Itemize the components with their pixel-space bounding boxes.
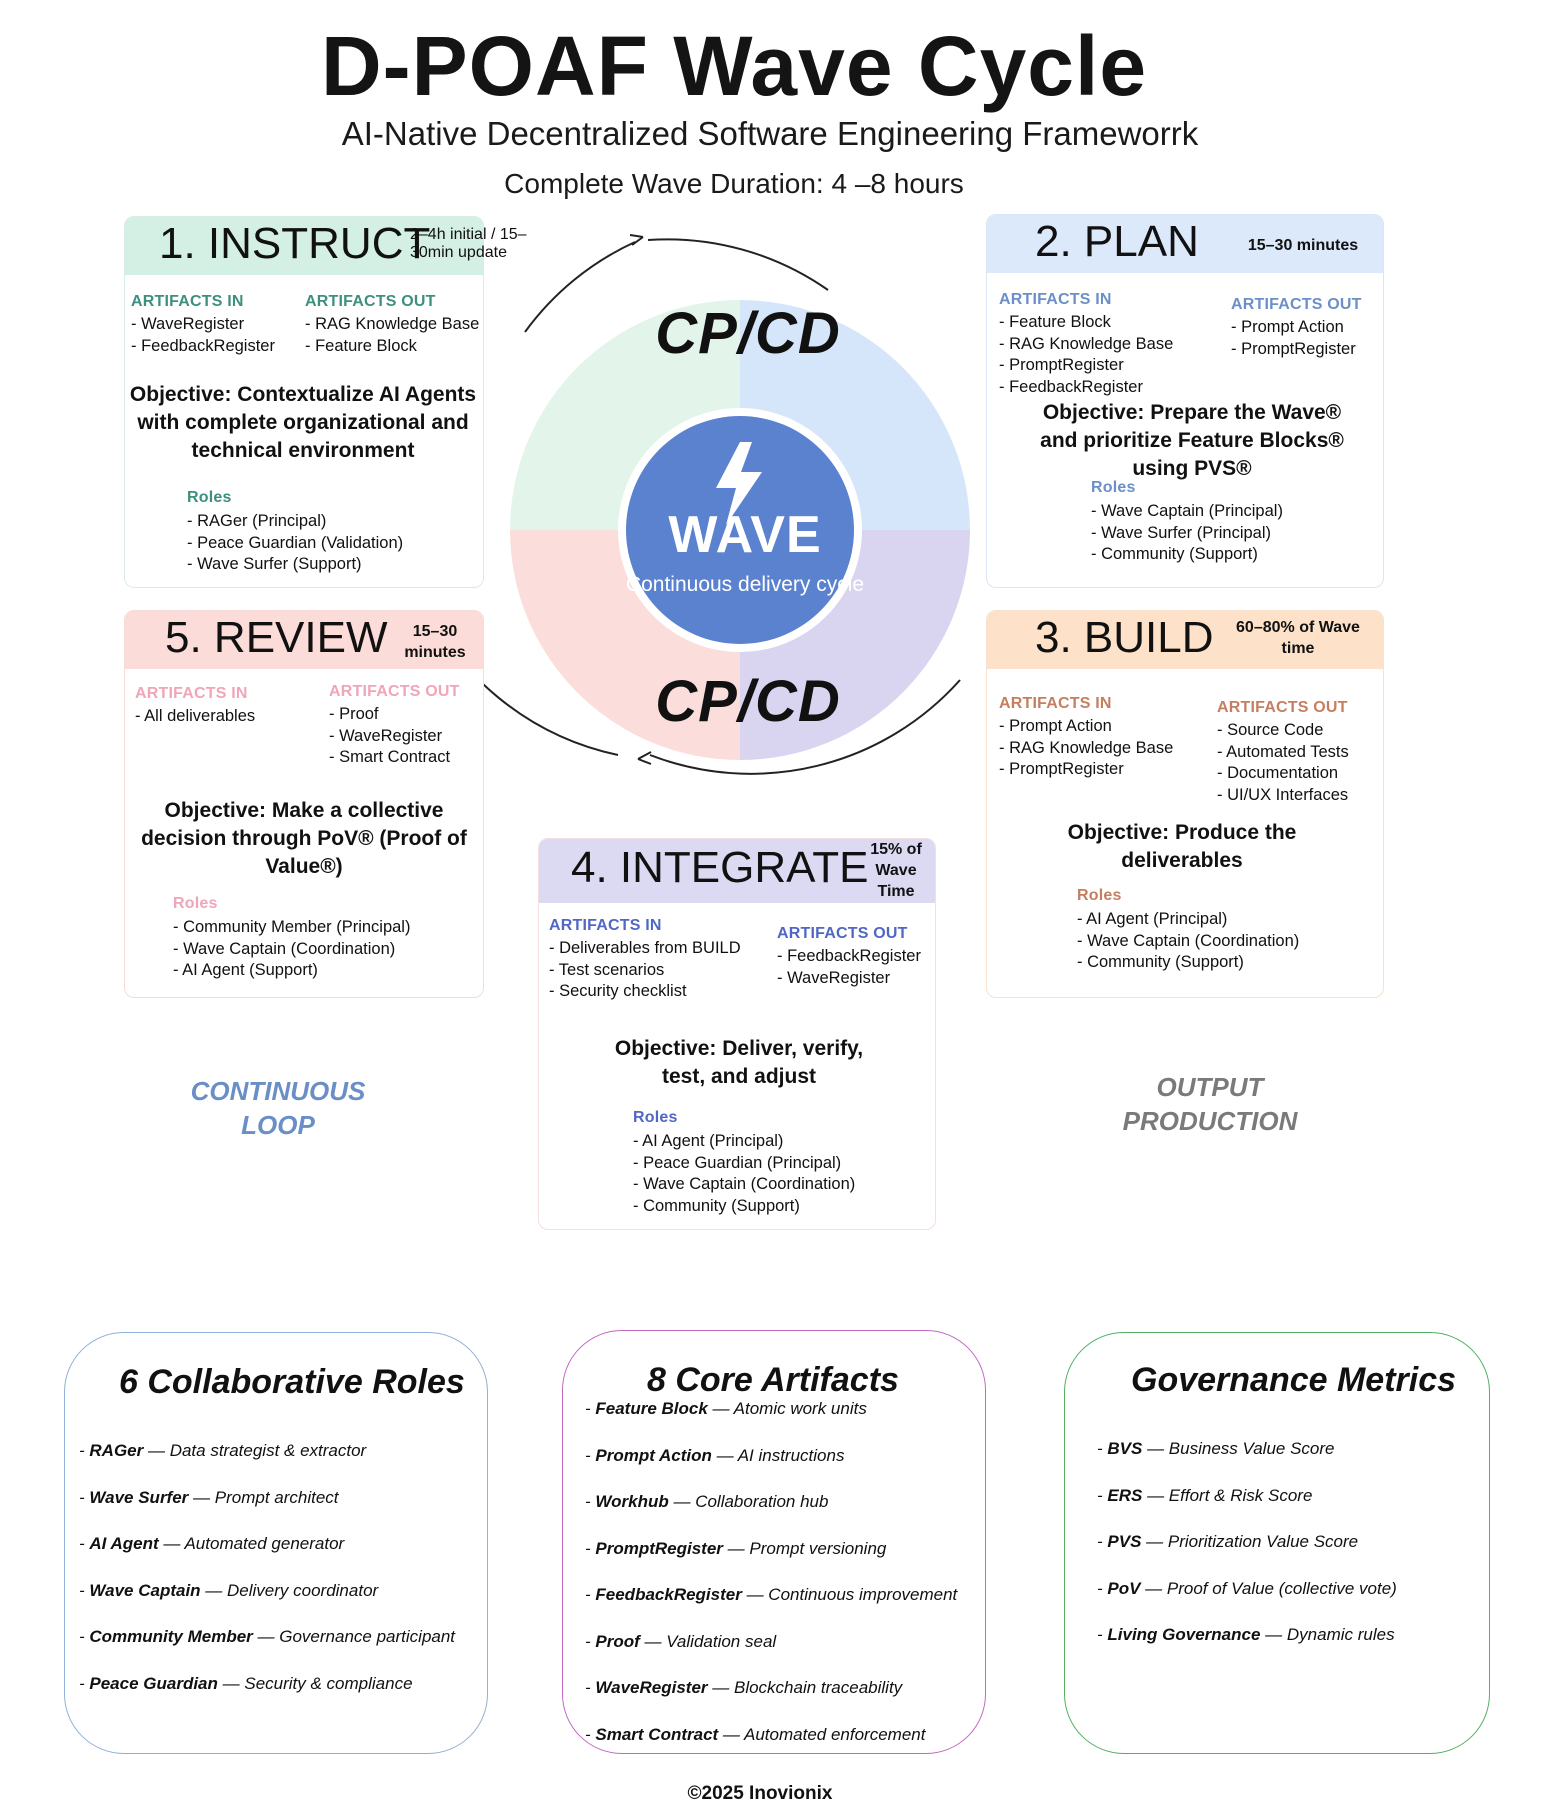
continuous-loop-label: CONTINUOUS LOOP [190,1076,366,1140]
role-item: - RAGer — Data strategist & extractor [79,1441,367,1460]
artifacts-out-list: - Proof - WaveRegister - Smart Contract [329,705,451,766]
artifacts-out-list: - RAG Knowledge Base - Feature Block [305,315,480,355]
artifacts-in-list: - Deliverables from BUILD - Test scenari… [549,939,741,1000]
core-artifacts-box: 8 Core Artifacts - Feature Block — Atomi… [562,1330,986,1754]
artifacts-out-list: - Prompt Action - PromptRegister [1231,318,1356,358]
wave-duration: Complete Wave Duration: 4 –8 hours [504,168,964,199]
artifact-item: - FeedbackRegister — Continuous improvem… [585,1585,958,1604]
phase-header [987,215,1383,273]
metric-item: - PoV — Proof of Value (collective vote) [1097,1579,1397,1598]
artifacts-in-list: - Prompt Action - RAG Knowledge Base - P… [999,717,1174,778]
page-subtitle: AI-Native Decentralized Software Enginee… [341,115,1199,152]
roles-list: - Wave Captain (Principal) - Wave Surfer… [1091,502,1283,563]
artifacts-out-list: - Source Code - Automated Tests - Docume… [1217,721,1349,804]
artifacts-in-label: ARTIFACTS IN [135,685,248,702]
artifacts-out-label: ARTIFACTS OUT [305,293,436,310]
cycle-arrow-right [649,679,961,775]
wave-label: WAVE [668,506,822,564]
phase-card-review: 5. REVIEW 15–30 minutes ARTIFACTS IN - A… [124,610,484,998]
phase-duration-instruct: 2–4h initial / 15–30min update [410,226,527,261]
artifacts-out-label: ARTIFACTS OUT [1231,296,1362,313]
phase-duration: 60–80% of Wave time [1236,619,1360,657]
wave-sublabel: Continuous delivery cycle [625,573,865,596]
governance-metrics-box: Governance Metrics - BVS — Business Valu… [1064,1332,1490,1754]
collaborative-roles-box: 6 Collaborative Roles - RAGer — Data str… [64,1332,488,1754]
wave-core [626,416,854,644]
box-title: Governance Metrics [1131,1361,1457,1399]
roles-label: Roles [187,489,232,506]
cycle-arrow-plan [647,238,829,291]
box-title: 8 Core Artifacts [647,1361,899,1399]
phase-card-build: 3. BUILD 60–80% of Wave time ARTIFACTS I… [986,610,1384,998]
artifacts-out-label: ARTIFACTS OUT [777,925,908,942]
artifacts-in-label: ARTIFACTS IN [131,293,244,310]
artifacts-out-label: ARTIFACTS OUT [329,683,460,700]
phase-title: 1. INSTRUCT [159,219,431,268]
phase-card-plan: 2. PLAN 15–30 minutes ARTIFACTS IN - Fea… [986,214,1384,588]
roles-list: - AI Agent (Principal) - Peace Guardian … [633,1132,856,1215]
phase-title: 4. INTEGRATE [571,843,869,892]
artifacts-out-list: - FeedbackRegister - WaveRegister [777,947,921,987]
phase-objective: Objective: Deliver, verify, test, and ad… [614,1037,864,1088]
phase-title: 2. PLAN [1035,217,1199,266]
artifacts-in-label: ARTIFACTS IN [999,291,1112,308]
roles-list: - AI Agent (Principal) - Wave Captain (C… [1077,910,1300,971]
page-title: D-POAF Wave Cycle [320,19,1148,113]
phase-card-instruct: 1. INSTRUCT ARTIFACTS IN - WaveRegister … [124,216,484,588]
roles-list: - RAGer (Principal) - Peace Guardian (Va… [187,512,404,573]
phase-duration: 15% of Wave Time [870,841,922,900]
artifact-item: - Proof — Validation seal [585,1632,777,1651]
artifacts-in-label: ARTIFACTS IN [999,695,1112,712]
metric-item: - Living Governance — Dynamic rules [1097,1625,1395,1644]
phase-objective: Objective: Prepare the Wave® and priorit… [1040,401,1344,480]
phase-header [987,611,1383,669]
role-item: - Peace Guardian — Security & compliance [79,1674,413,1693]
phase-header [125,611,483,669]
phase-objective: Objective: Contextualize AI Agents with … [129,383,477,462]
phase-header [539,839,935,903]
phase-objective: Objective: Produce the deliverables [1067,821,1297,872]
cpcd-label-bottom: CP/CD [655,669,841,734]
artifacts-in-list: - WaveRegister - FeedbackRegister [131,315,275,355]
artifacts-out-label: ARTIFACTS OUT [1217,699,1348,716]
roles-label: Roles [1077,887,1122,904]
role-item: - Community Member — Governance particip… [79,1627,456,1646]
output-production-label: OUTPUT PRODUCTION [1122,1072,1298,1136]
cycle-arrow-left [440,629,619,756]
artifact-item: - Prompt Action — AI instructions [585,1446,845,1465]
phase-title: 3. BUILD [1035,613,1214,662]
phase-duration: 15–30 minutes [404,623,466,661]
phase-duration: 15–30 minutes [1247,237,1359,254]
phase-title: 5. REVIEW [165,613,388,662]
wave-cycle-diagram [440,234,970,775]
phase-card-integrate: 4. INTEGRATE 15% of Wave Time ARTIFACTS … [538,838,936,1230]
lightning-bolt-icon [716,442,762,525]
cycle-arrow-top [524,241,636,333]
role-item: - Wave Surfer — Prompt architect [79,1488,339,1507]
artifact-item: - WaveRegister — Blockchain traceability [585,1678,903,1697]
metric-item: - BVS — Business Value Score [1097,1439,1335,1458]
roles-label: Roles [173,895,218,912]
role-item: - Wave Captain — Delivery coordinator [79,1581,379,1600]
metric-item: - PVS — Prioritization Value Score [1097,1532,1359,1551]
artifact-item: - PromptRegister — Prompt versioning [585,1539,887,1558]
artifacts-in-label: ARTIFACTS IN [549,917,662,934]
roles-list: - Community Member (Principal) - Wave Ca… [173,918,411,979]
roles-label: Roles [633,1109,678,1126]
cpcd-label-top: CP/CD [655,301,841,366]
phase-objective: Objective: Make a collective decision th… [141,799,467,878]
artifact-item: - Smart Contract — Automated enforcement [585,1725,926,1744]
metric-item: - ERS — Effort & Risk Score [1097,1486,1313,1505]
role-item: - AI Agent — Automated generator [79,1534,345,1553]
roles-label: Roles [1091,479,1136,496]
artifact-item: - Feature Block — Atomic work units [585,1399,867,1418]
artifact-item: - Workhub — Collaboration hub [585,1492,829,1511]
phase-header [125,217,483,275]
copyright-footer: ©2025 Inovionix [687,1783,833,1804]
artifacts-in-list: - Feature Block - RAG Knowledge Base - P… [999,313,1174,396]
box-title: 6 Collaborative Roles [119,1363,465,1401]
artifacts-in-list: - All deliverables [135,707,256,725]
